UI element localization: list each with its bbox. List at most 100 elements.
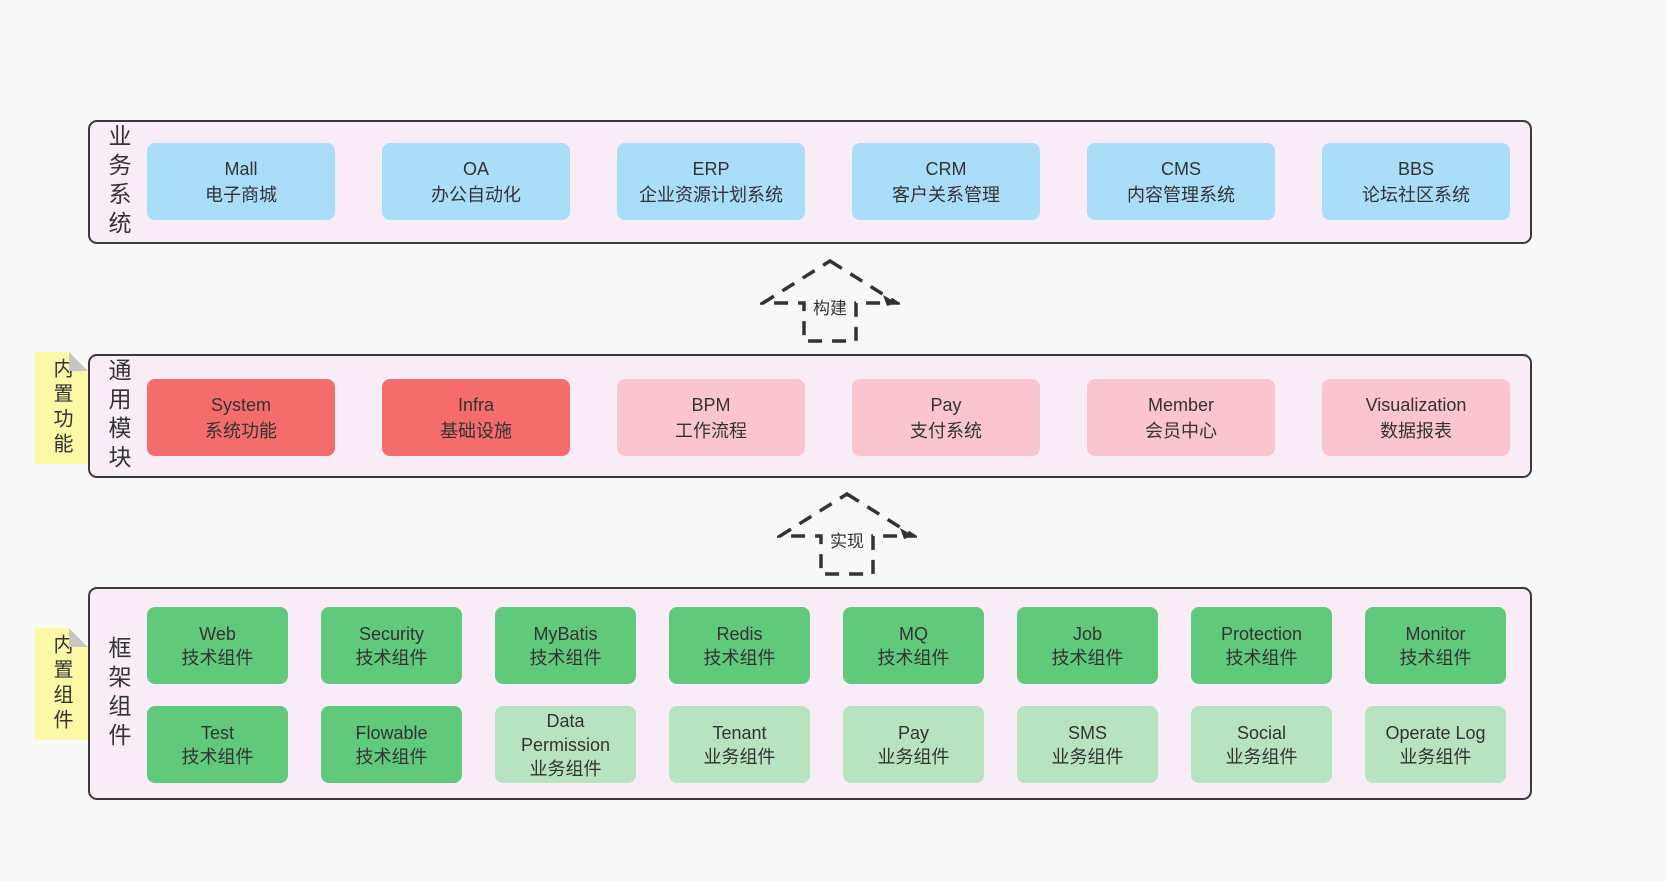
box-subtitle: 数据报表 [1380,420,1452,441]
box-subtitle: 技术组件 [181,746,254,767]
box-title: Visualization [1365,394,1467,415]
box-subtitle: 技术组件 [1051,647,1124,668]
box-subtitle: 会员中心 [1145,420,1217,441]
box-subtitle: 技术组件 [1399,647,1472,668]
box-subtitle: 电子商城 [205,184,277,205]
box-title: Monitor [1405,623,1466,644]
box-title: Pay [897,722,930,743]
box-title: Redis [716,623,763,644]
sticky-note-builtin-components: 内置组件 [35,628,88,740]
arrow-build: 构建 [760,258,900,344]
box-title: System [210,394,271,415]
box-subtitle: 工作流程 [675,420,747,441]
arrow-implement-label: 实现 [827,527,867,552]
box-subtitle: 论坛社区系统 [1362,184,1470,205]
box-security: Security 技术组件 [321,607,462,684]
box-visualization: Visualization 数据报表 [1322,379,1510,456]
box-protection: Protection 技术组件 [1191,607,1332,684]
box-subtitle: 业务组件 [877,746,950,767]
box-title: MyBatis [533,623,598,644]
box-title: MQ [899,623,928,644]
box-mybatis: MyBatis 技术组件 [495,607,636,684]
box-social: Social 业务组件 [1191,706,1332,783]
box-mq: MQ 技术组件 [843,607,984,684]
box-pay: Pay 业务组件 [843,706,984,783]
box-row-modules: System 系统功能 Infra 基础设施 BPM 工作流程 Pay 支付系统 Member 会… [147,379,1510,456]
box-title: Job [1072,623,1103,644]
box-title: CRM [925,158,967,179]
box-bbs: BBS 论坛社区系统 [1322,143,1510,220]
sticky-note-builtin-features: 内置功能 [35,352,88,464]
box-sms: SMS 业务组件 [1017,706,1158,783]
box-pay: Pay 支付系统 [852,379,1040,456]
box-title: Test [200,722,234,743]
box-bpm: BPM 工作流程 [617,379,805,456]
box-title: Web [199,623,236,644]
dashed-up-arrow-icon [760,258,900,343]
box-subtitle: 企业资源计划系统 [639,184,783,205]
box-title: Tenant [712,722,767,743]
box-test: Test 技术组件 [147,706,288,783]
box-subtitle: 系统功能 [205,420,277,441]
box-title: Infra [457,394,495,415]
band-framework-components: 框架组件 Web 技术组件 Security 技术组件 MyBatis 技术组件 Redis… [88,587,1532,800]
box-title: Operate Log [1385,722,1486,743]
box-operate-log: Operate Log 业务组件 [1365,706,1506,783]
box-title: OA [462,158,489,179]
box-title: Member [1147,394,1214,415]
box-subtitle: 客户关系管理 [892,184,1000,205]
box-subtitle: 技术组件 [355,746,428,767]
box-system: System 系统功能 [147,379,335,456]
arrow-implement: 实现 [777,491,917,577]
box-subtitle: 业务组件 [1051,746,1124,767]
band-label-common-modules: 通用模块 [105,358,131,474]
box-title: Social [1236,722,1287,743]
box-subtitle: 技术组件 [703,647,776,668]
box-subtitle: 技术组件 [181,647,254,668]
box-title: Security [358,623,425,644]
arrow-build-label: 构建 [810,294,850,319]
box-subtitle: 办公自动化 [431,184,521,205]
box-infra: Infra 基础设施 [382,379,570,456]
box-flowable: Flowable 技术组件 [321,706,462,783]
band-label-framework-components: 框架组件 [105,635,131,752]
box-subtitle: 业务组件 [1399,746,1472,767]
box-subtitle: 业务组件 [1225,746,1298,767]
box-subtitle: 技术组件 [355,647,428,668]
box-tenant: Tenant 业务组件 [669,706,810,783]
sticky-note-text: 内置组件 [50,634,72,734]
band-common-modules: 通用模块 System 系统功能 Infra 基础设施 BPM 工作流程 Pay 支付系统 Me… [88,354,1532,478]
box-title: Pay [930,394,962,415]
box-subtitle: 业务组件 [529,758,602,779]
box-cms: CMS 内容管理系统 [1087,143,1275,220]
box-subtitle: 业务组件 [703,746,776,767]
box-subtitle: 技术组件 [529,647,602,668]
box-web: Web 技术组件 [147,607,288,684]
box-title: Flowable [355,722,428,743]
box-title: Data Permission [520,710,611,755]
box-title: CMS [1161,158,1201,179]
box-title: SMS [1067,722,1107,743]
box-title: Protection [1220,623,1303,644]
box-title: BPM [691,394,731,415]
box-subtitle: 基础设施 [440,420,512,441]
box-data-permission: Data Permission 业务组件 [495,706,636,783]
box-mall: Mall 电子商城 [147,143,335,220]
box-title: BBS [1397,158,1435,179]
band-label-business-systems: 业务系统 [105,124,131,240]
box-member: Member 会员中心 [1087,379,1275,456]
box-title: Mall [224,158,258,179]
sticky-note-text: 内置功能 [50,358,72,458]
box-job: Job 技术组件 [1017,607,1158,684]
box-subtitle: 内容管理系统 [1127,184,1235,205]
box-subtitle: 支付系统 [910,420,982,441]
box-monitor: Monitor 技术组件 [1365,607,1506,684]
box-subtitle: 技术组件 [1225,647,1298,668]
box-oa: OA 办公自动化 [382,143,570,220]
box-subtitle: 技术组件 [877,647,950,668]
